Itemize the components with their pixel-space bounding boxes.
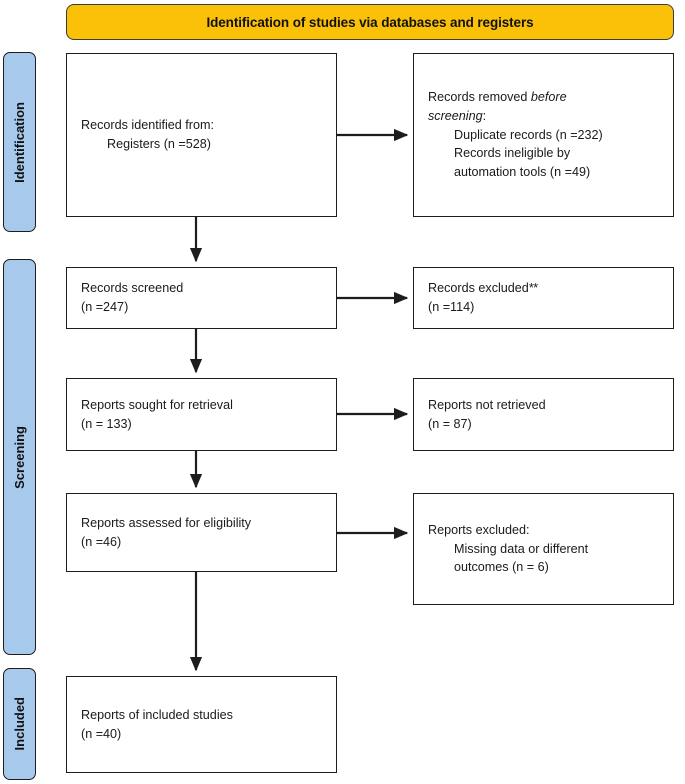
box-records-identified: Records identified from: Registers (n =5…: [66, 53, 337, 217]
box-reports-sought: Reports sought for retrieval (n = 133): [66, 378, 337, 451]
box-reports-excluded-line-2: Missing data or different: [454, 541, 589, 556]
box-records-screened-line-1: Records screened: [81, 281, 184, 296]
box-records-removed: Records removed before screening: Duplic…: [413, 53, 674, 217]
box-reports-excluded-line-3: outcomes (n = 6): [454, 560, 549, 575]
box-records-removed-line-1-text: Records removed: [428, 90, 531, 105]
box-reports-included-line-2: (n =40): [81, 726, 122, 741]
box-records-removed-line-5: automation tools (n =49): [454, 164, 591, 179]
box-records-removed-line-2-colon: :: [482, 109, 487, 124]
box-reports-assessed-line-1: Reports assessed for eligibility: [81, 515, 252, 530]
box-records-excluded-line-1-text: Records excluded: [428, 281, 529, 296]
stage-identification-text: Identification: [12, 101, 27, 183]
box-records-excluded-line-1: Records excluded**: [428, 279, 659, 298]
box-reports-not-retrieved: Reports not retrieved (n = 87): [413, 378, 674, 451]
stage-label-screening: Screening: [3, 259, 36, 655]
box-records-identified-line-2: Registers (n =528): [107, 137, 211, 151]
box-records-removed-line-2: screening:: [428, 107, 659, 126]
box-records-removed-line-1: Records removed before: [428, 88, 659, 107]
box-reports-excluded: Reports excluded: Missing data or differ…: [413, 493, 674, 605]
box-reports-excluded-line-1: Reports excluded:: [428, 523, 530, 538]
box-records-identified-line-1: Records identified from:: [81, 118, 214, 133]
box-reports-assessed: Reports assessed for eligibility (n =46): [66, 493, 337, 572]
box-reports-sought-line-2: (n = 133): [81, 416, 132, 431]
box-reports-included-line-1: Reports of included studies: [81, 707, 233, 722]
box-records-removed-line-2-emphasis: screening: [428, 109, 483, 124]
box-reports-sought-line-1: Reports sought for retrieval: [81, 397, 233, 412]
box-records-excluded-line-2: (n =114): [428, 300, 475, 314]
box-reports-not-retrieved-line-1: Reports not retrieved: [428, 397, 546, 412]
stage-label-included: Included: [3, 668, 36, 780]
box-records-removed-line-1-emphasis: before: [530, 90, 567, 105]
stage-label-identification: Identification: [3, 52, 36, 232]
box-records-removed-line-4: Records ineligible by: [454, 146, 571, 161]
box-records-screened-line-2: (n =247): [81, 300, 129, 314]
box-reports-not-retrieved-line-2: (n = 87): [428, 416, 472, 431]
stage-included-text: Included: [12, 697, 27, 751]
diagram-header-banner: Identification of studies via databases …: [66, 4, 674, 40]
banner-title: Identification of studies via databases …: [206, 14, 534, 30]
box-reports-included: Reports of included studies (n =40): [66, 676, 337, 773]
box-reports-assessed-line-2: (n =46): [81, 534, 122, 549]
footnote-marker: **: [528, 281, 538, 296]
box-records-excluded: Records excluded** (n =114): [413, 267, 674, 329]
stage-screening-text: Screening: [12, 425, 27, 489]
box-records-removed-line-3: Duplicate records (n =232): [454, 127, 603, 142]
box-records-screened: Records screened (n =247): [66, 267, 337, 329]
